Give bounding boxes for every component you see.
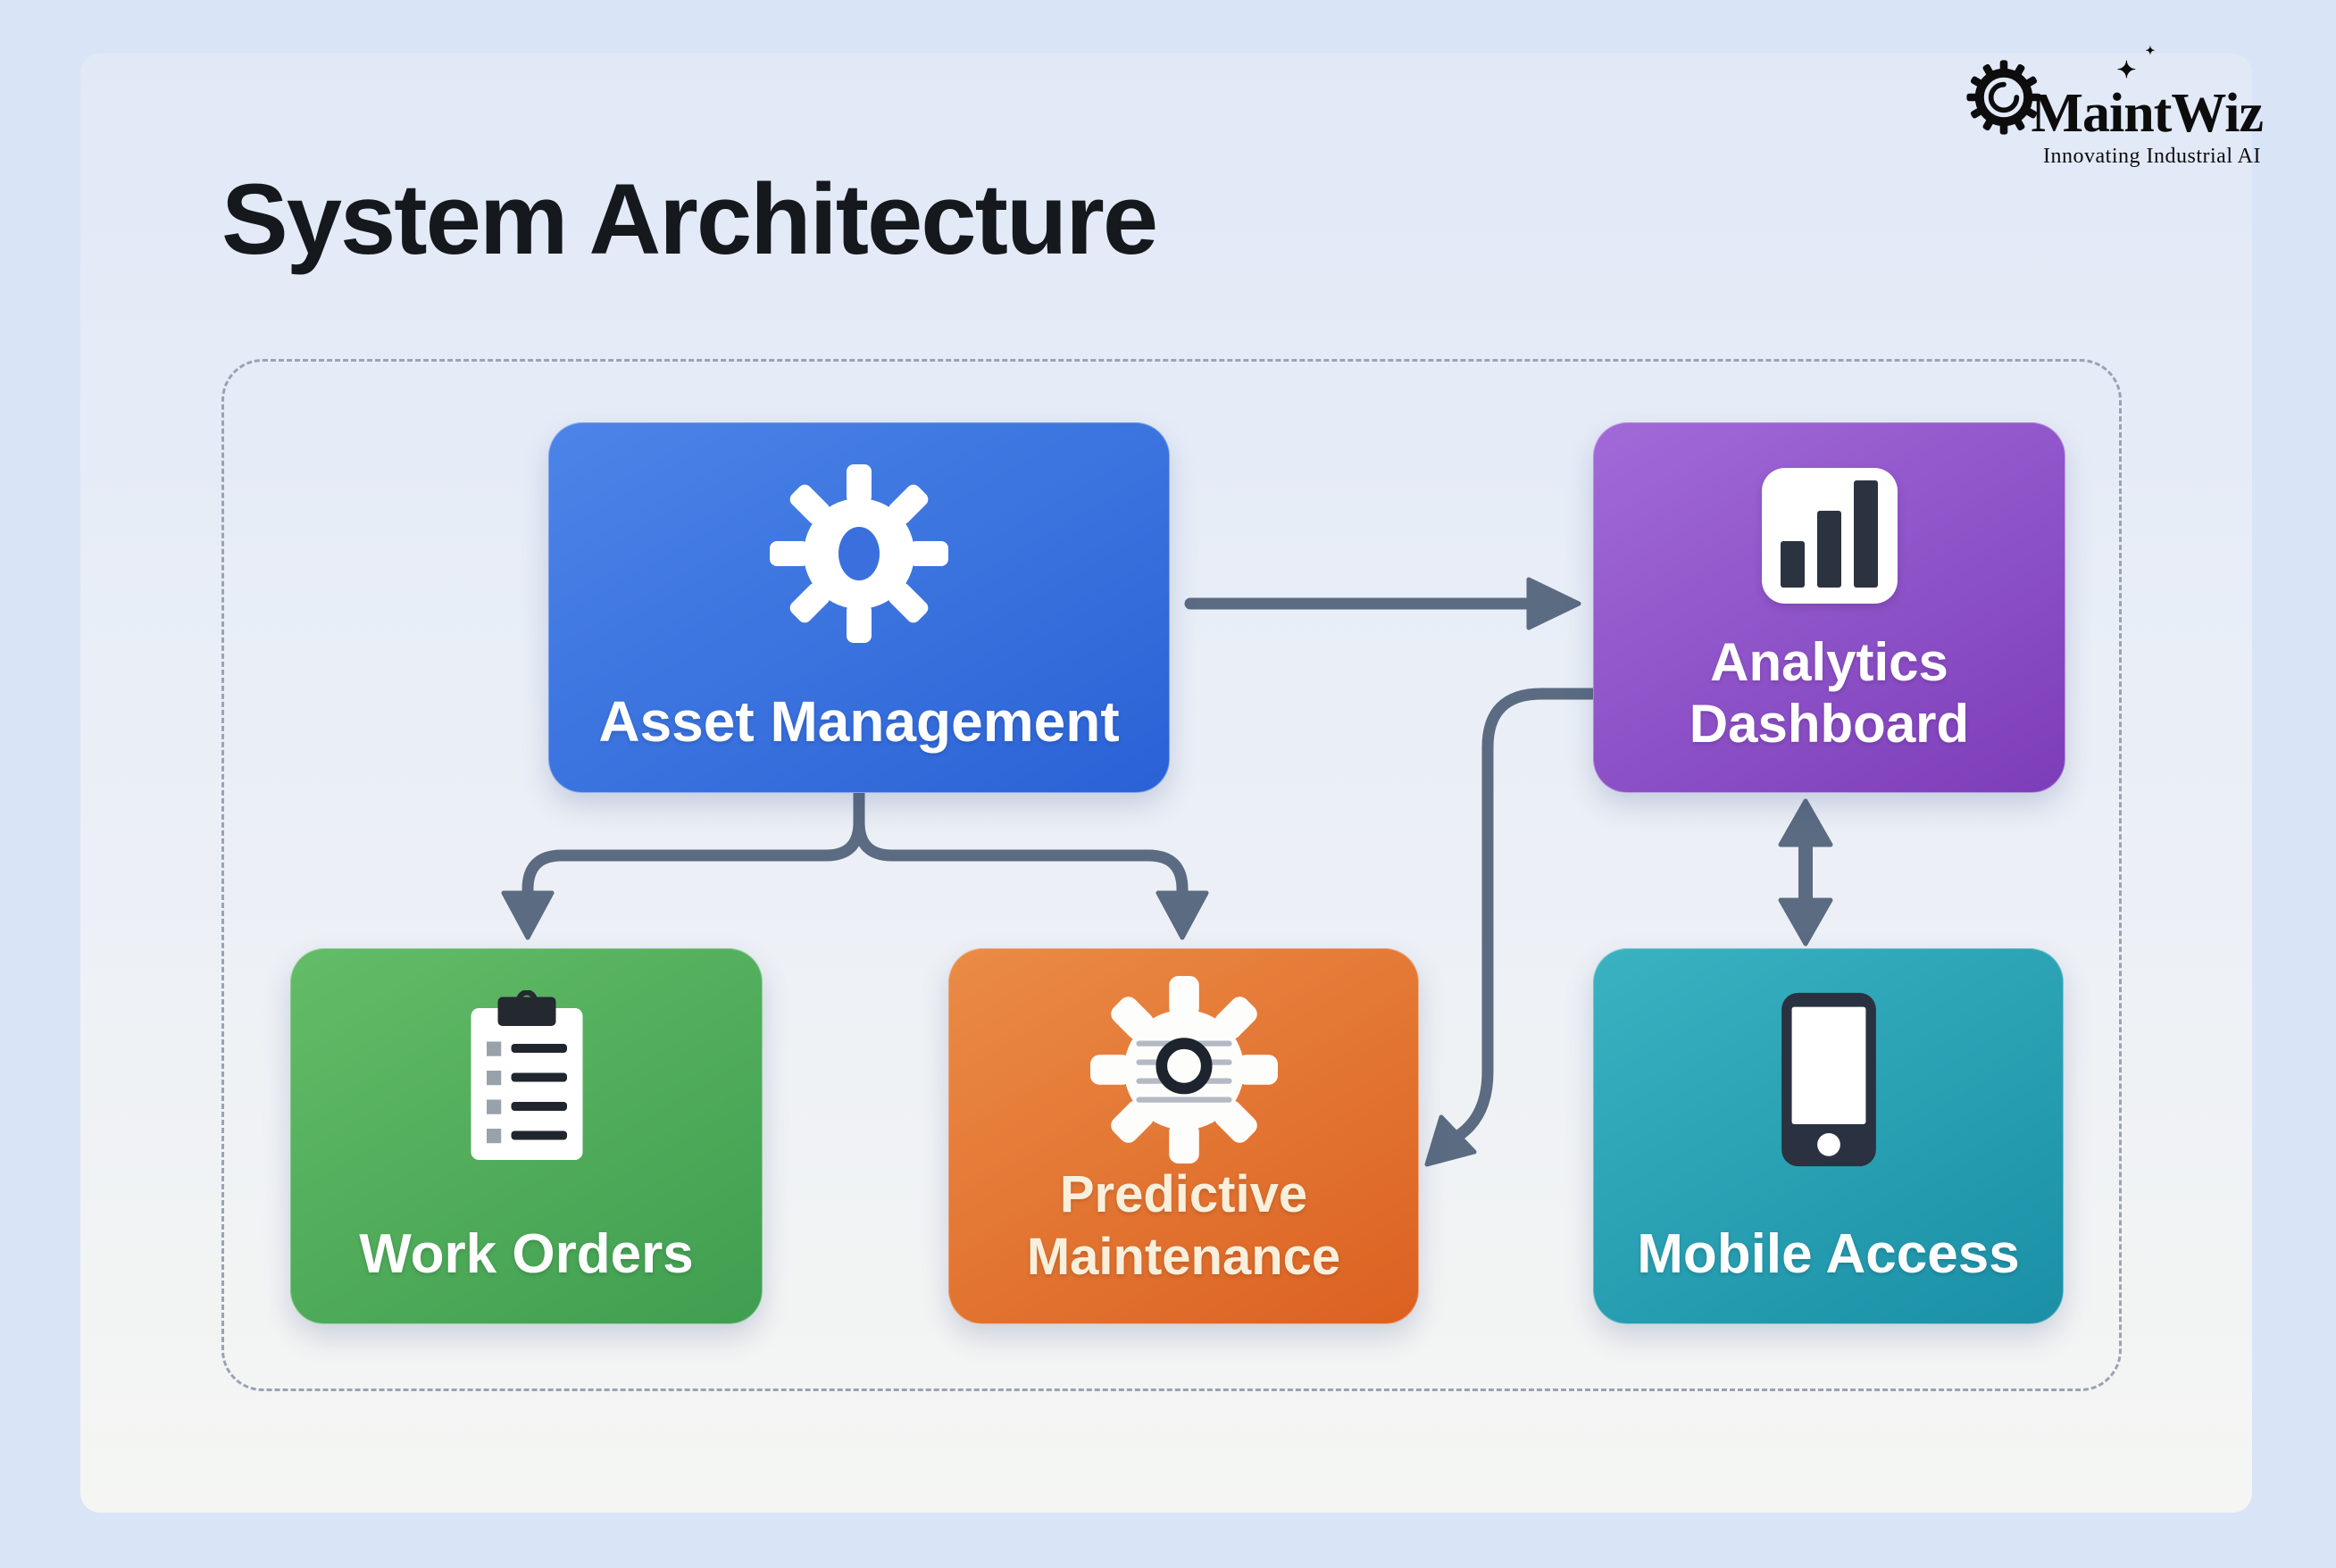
gear-icon <box>770 464 948 643</box>
node-analytics-dashboard: Analytics Dashboard <box>1593 422 2065 793</box>
node-label: Analytics Dashboard <box>1689 632 1970 754</box>
sparkle-icon: ✦ <box>2145 44 2156 57</box>
smartphone-icon <box>1781 992 1876 1167</box>
maintwiz-logo: MaintWiz ✦ ✦ Innovating Industrial AI <box>1965 44 2264 169</box>
page-title: System Architecture <box>221 163 1158 275</box>
node-asset-management: Asset Management <box>548 422 1170 793</box>
sparkle-icon: ✦ <box>2116 57 2137 83</box>
node-label: Asset Management <box>598 689 1120 754</box>
node-label: Work Orders <box>359 1223 694 1285</box>
node-label: Mobile Access <box>1637 1223 2020 1285</box>
node-label: Predictive Maintenance <box>1026 1165 1341 1286</box>
gear-document-icon <box>1089 976 1278 1163</box>
node-mobile-access: Mobile Access <box>1593 948 2064 1324</box>
node-predictive-maintenance: Predictive Maintenance <box>948 948 1419 1324</box>
logo-tagline: Innovating Industrial AI <box>2043 145 2261 168</box>
gear-icon <box>1965 60 2041 135</box>
system-boundary-frame <box>221 359 2122 1391</box>
logo-wordmark: MaintWiz ✦ ✦ <box>2031 44 2264 144</box>
node-work-orders: Work Orders <box>290 948 763 1324</box>
clipboard-icon <box>471 990 582 1160</box>
bar-chart-icon <box>1761 468 1898 604</box>
